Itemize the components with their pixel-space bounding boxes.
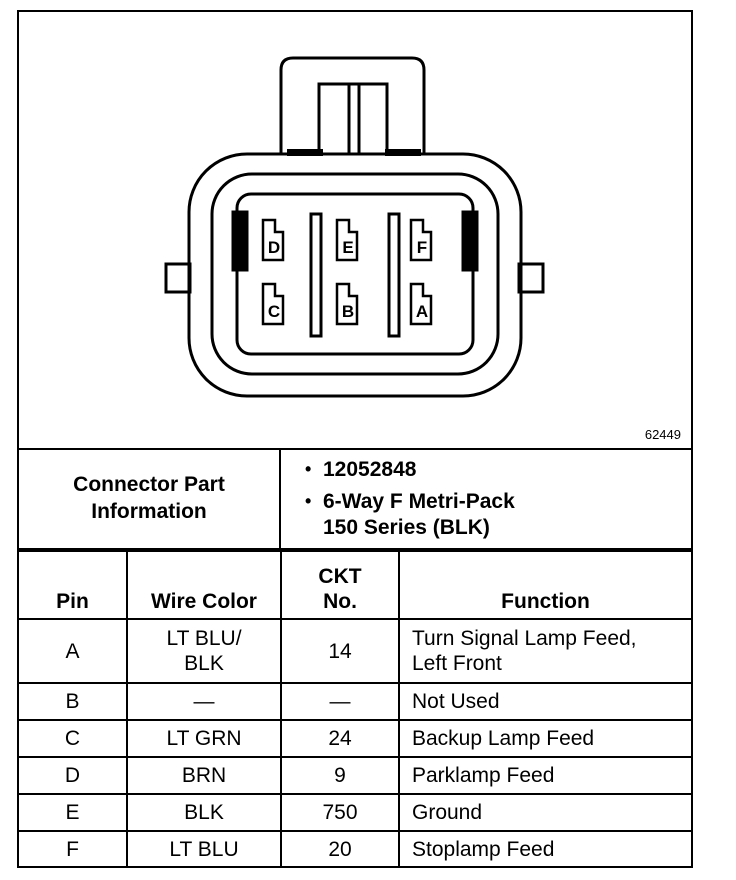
pin-label-e: E: [342, 238, 353, 257]
left-key: [231, 210, 249, 272]
part-description-line2: 150 Series (BLK): [323, 516, 490, 539]
wire-color-cell: LT GRN: [126, 719, 282, 758]
pin-table: Pin Wire Color CKT No. Function A LT BLU…: [19, 550, 691, 867]
cavity-e: [335, 218, 359, 262]
right-key: [461, 210, 479, 272]
table-row: B — — Not Used: [19, 682, 691, 721]
pin-cell: F: [19, 830, 128, 867]
connector-diagram: D E F C B A 62449: [19, 12, 691, 450]
divider-rib-left: [309, 212, 323, 338]
header-ckt: CKT No.: [280, 550, 400, 620]
figure-number: 62449: [644, 427, 681, 442]
function-cell: Not Used: [398, 682, 691, 721]
connector-part-info: Connector Part Information • 12052848 • …: [19, 448, 691, 550]
wire-color-cell: LT BLU/ BLK: [126, 618, 282, 684]
wire-color-cell: BRN: [126, 756, 282, 795]
pin-cell: A: [19, 618, 128, 684]
pin-label-b: B: [342, 302, 354, 321]
header-function: Function: [398, 550, 691, 620]
connector-info-sheet: D E F C B A 62449 Connector Part Informa…: [17, 10, 693, 868]
function-cell: Turn Signal Lamp Feed, Left Front: [398, 618, 691, 684]
terminal-block: [235, 192, 475, 356]
ckt-cell: 9: [280, 756, 400, 795]
pin-cell: D: [19, 756, 128, 795]
cavity-c: [261, 282, 285, 326]
table-row: A LT BLU/ BLK 14 Turn Signal Lamp Feed, …: [19, 618, 691, 684]
function-cell: Stoplamp Feed: [398, 830, 691, 867]
wire-color-line2: BLK: [184, 652, 224, 675]
inner-shell: [210, 172, 500, 376]
part-description-line1: 6-Way F Metri-Pack: [323, 490, 515, 513]
cavity-d: [261, 218, 285, 262]
part-info-label-line1: Connector Part: [73, 473, 225, 496]
pin-label-c: C: [268, 302, 280, 321]
cavity-a: [409, 282, 433, 326]
table-row: D BRN 9 Parklamp Feed: [19, 756, 691, 795]
part-number-text: 12052848: [323, 458, 417, 481]
header-ckt-line2: No.: [323, 590, 357, 613]
pin-cell: C: [19, 719, 128, 758]
wire-color-cell: —: [126, 682, 282, 721]
header-pin: Pin: [19, 550, 128, 620]
right-stud: [517, 262, 545, 294]
header-wire-color: Wire Color: [126, 550, 282, 620]
bullet-icon: •: [305, 459, 312, 479]
latch-slot: [317, 82, 389, 154]
function-cell: Backup Lamp Feed: [398, 719, 691, 758]
pin-cell: E: [19, 793, 128, 832]
pin-cell: B: [19, 682, 128, 721]
header-ckt-line1: CKT: [318, 565, 362, 588]
left-stud: [164, 262, 192, 294]
table-row: E BLK 750 Ground: [19, 793, 691, 832]
part-info-label: Connector Part Information: [19, 448, 281, 548]
wire-color-line1: LT BLU/: [166, 627, 242, 650]
cavity-f: [409, 218, 433, 262]
cavity-b: [335, 282, 359, 326]
table-row: C LT GRN 24 Backup Lamp Feed: [19, 719, 691, 758]
wire-color-cell: LT BLU: [126, 830, 282, 867]
pin-label-d: D: [268, 238, 280, 257]
function-line1: Turn Signal Lamp Feed,: [412, 627, 637, 650]
function-line2: Left Front: [412, 652, 502, 675]
divider-rib-right: [387, 212, 401, 338]
part-number: • 12052848: [305, 456, 417, 483]
part-info-label-line2: Information: [91, 500, 207, 523]
function-cell: Ground: [398, 793, 691, 832]
ckt-cell: —: [280, 682, 400, 721]
connector-face-drawing: D E F C B A: [164, 56, 545, 398]
latch-tab: [279, 56, 426, 154]
table-header-row: Pin Wire Color CKT No. Function: [19, 550, 691, 620]
wire-color-cell: BLK: [126, 793, 282, 832]
pin-label-f: F: [417, 238, 427, 257]
bullet-icon: •: [305, 491, 312, 511]
outer-housing: [187, 152, 523, 398]
pin-label-a: A: [416, 302, 428, 321]
ckt-cell: 750: [280, 793, 400, 832]
ckt-cell: 20: [280, 830, 400, 867]
part-description-cont: 150 Series (BLK): [323, 514, 490, 541]
ckt-cell: 14: [280, 618, 400, 684]
part-info-values: • 12052848 • 6-Way F Metri-Pack 150 Seri…: [281, 448, 691, 548]
table-row: F LT BLU 20 Stoplamp Feed: [19, 830, 691, 867]
function-cell: Parklamp Feed: [398, 756, 691, 795]
ckt-cell: 24: [280, 719, 400, 758]
part-description: • 6-Way F Metri-Pack: [305, 488, 515, 515]
